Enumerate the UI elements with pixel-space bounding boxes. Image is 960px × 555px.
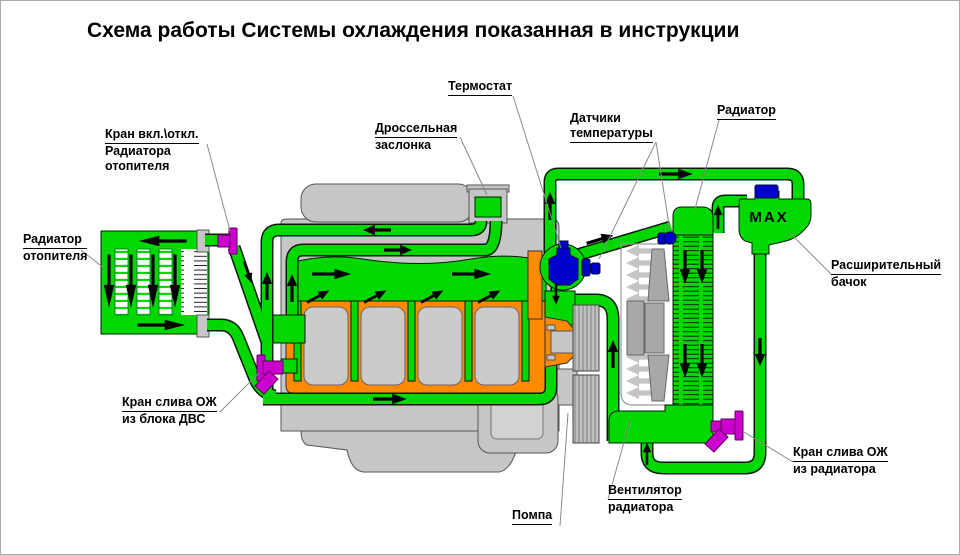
label-temp-sensors: Датчики температуры bbox=[570, 111, 653, 143]
cylinder-block bbox=[285, 298, 547, 394]
fan-hub bbox=[626, 300, 645, 356]
thermostat bbox=[539, 240, 587, 291]
heater-radiator bbox=[100, 229, 210, 338]
water-pump bbox=[544, 304, 600, 444]
label-pump: Помпа bbox=[512, 508, 553, 525]
expansion-tank bbox=[738, 184, 812, 255]
radiator-drain-valve bbox=[704, 410, 744, 453]
label-throttle: Дроссельная заслонка bbox=[375, 121, 458, 152]
label-fan: Вентилятор радиатора bbox=[608, 483, 682, 514]
page-title: Схема работы Системы охлаждения показанн… bbox=[87, 19, 740, 42]
radiator-fan bbox=[620, 243, 671, 406]
cylinder bbox=[474, 306, 520, 386]
heater-valve bbox=[217, 227, 238, 255]
label-heater-valve: Кран вкл.\откл. Радиатора отопителя bbox=[105, 127, 199, 173]
label-expansion-tank: Расширительный бачок bbox=[831, 258, 942, 289]
label-radiator-drain: Кран слива ОЖ из радиатора bbox=[793, 445, 888, 476]
radiator-fan-sensor bbox=[657, 231, 677, 245]
coolant-pipes bbox=[205, 174, 798, 468]
fan-blade bbox=[647, 354, 670, 402]
cylinder bbox=[417, 306, 463, 386]
label-heater-radiator: Радиатор отопителя bbox=[23, 232, 88, 263]
head-coolant bbox=[285, 255, 547, 302]
cylinder bbox=[303, 306, 349, 386]
label-block-drain: Кран слива ОЖ из блока ДВС bbox=[122, 395, 217, 426]
tank-cap bbox=[754, 184, 779, 199]
label-thermostat: Термостат bbox=[448, 79, 513, 96]
cylinder bbox=[360, 306, 406, 386]
fan-blade bbox=[647, 248, 670, 302]
temperature-sensor bbox=[581, 258, 601, 277]
block-drain-valve bbox=[254, 354, 284, 395]
valve-cover bbox=[300, 183, 474, 223]
max-level-mark: MAX bbox=[749, 209, 789, 226]
pump-pulley bbox=[572, 304, 600, 372]
label-radiator: Радиатор bbox=[717, 103, 776, 120]
leader-lines bbox=[80, 95, 832, 527]
main-radiator bbox=[608, 206, 714, 444]
